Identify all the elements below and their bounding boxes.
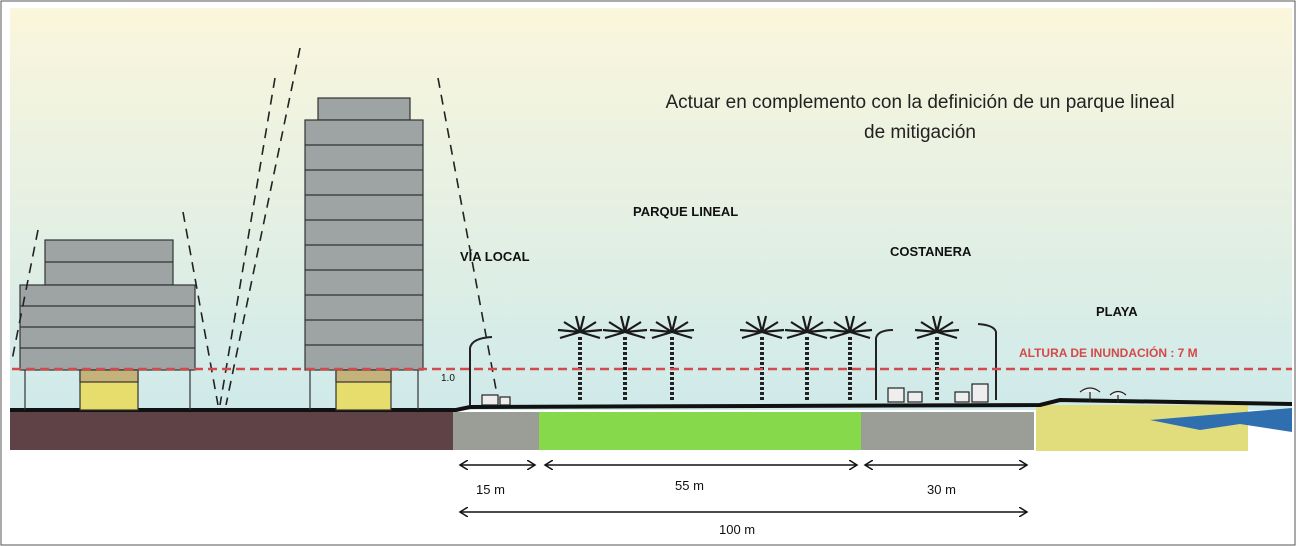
dim-label-30m: 30 m: [927, 482, 956, 497]
ground-urban: [10, 412, 453, 450]
palm-tree: [557, 315, 603, 400]
title-line-1: Actuar en complemento con la definición …: [665, 92, 1175, 113]
vehicles-and-people: [481, 383, 1127, 406]
palm-trees: [557, 315, 960, 400]
palm-tree: [649, 315, 695, 400]
building-tower: [304, 97, 424, 411]
label-via-local: VÍA LOCAL: [460, 249, 530, 264]
label-sketch-note: 1.0: [441, 373, 455, 384]
label-playa: PLAYA: [1096, 304, 1138, 319]
street-lamps: [469, 323, 997, 405]
ground-playa: [1036, 405, 1248, 451]
palm-tree: [602, 315, 648, 400]
dim-label-55m: 55 m: [675, 478, 704, 493]
ground-costanera: [861, 412, 1034, 450]
dim-label-15m: 15 m: [476, 482, 505, 497]
palm-tree: [827, 315, 873, 400]
ground-parque-lineal: [539, 412, 861, 450]
dimension-arrows: [460, 465, 1027, 512]
palm-tree: [784, 315, 830, 400]
sight-lines: [11, 47, 499, 406]
dim-label-100m: 100 m: [719, 522, 756, 537]
ground-via-local: [453, 412, 539, 450]
sky: [10, 8, 1292, 410]
diagram-title: Actuar en complemento con la definición …: [590, 88, 1250, 148]
title-line-2: de mitigación: [864, 122, 976, 143]
building-left: [19, 239, 196, 411]
label-flood-height: ALTURA DE INUNDACIÓN : 7 M: [1019, 346, 1198, 360]
palm-tree: [739, 315, 785, 400]
label-costanera: COSTANERA: [890, 244, 972, 259]
sea-water: [1150, 408, 1292, 432]
palm-tree: [914, 315, 960, 400]
label-parque-lineal: PARQUE LINEAL: [633, 204, 739, 219]
